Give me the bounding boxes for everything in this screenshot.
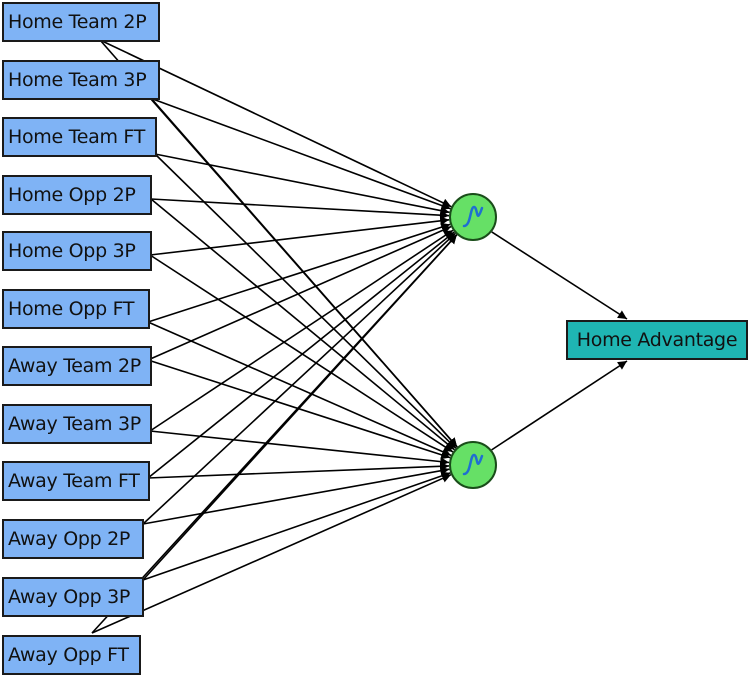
input-node-home-opp-2p: Home Opp 2P — [2, 175, 152, 215]
edge-input-4-to-hidden-2 — [150, 198, 456, 451]
input-node-away-opp-3p: Away Opp 3P — [2, 577, 144, 617]
input-label: Home Opp 2P — [8, 184, 136, 206]
edge-input-10-to-hidden-1 — [142, 232, 456, 525]
input-node-home-opp-ft: Home Opp FT — [2, 289, 150, 329]
edge-input-12-to-hidden-2 — [91, 473, 452, 634]
input-label: Away Opp 2P — [8, 528, 131, 550]
edge-input-12-to-hidden-1 — [91, 234, 458, 634]
output-node-home-advantage: Home Advantage — [566, 320, 748, 360]
edge-input-10-to-hidden-2 — [142, 466, 450, 525]
input-label: Away Team FT — [8, 470, 140, 492]
input-node-away-team-2p: Away Team 2P — [2, 346, 152, 386]
edge-input-9-to-hidden-1 — [147, 231, 455, 479]
sigmoid-icon — [462, 453, 484, 476]
input-label: Home Opp 3P — [8, 240, 136, 262]
input-node-away-opp-2p: Away Opp 2P — [2, 519, 144, 559]
edge-input-4-to-hidden-1 — [150, 198, 450, 220]
input-node-home-team-ft: Home Team FT — [2, 117, 157, 157]
edge-input-9-to-hidden-2 — [147, 461, 450, 479]
input-node-away-team-3p: Away Team 3P — [2, 404, 152, 444]
input-label: Home Team FT — [8, 126, 146, 148]
input-label: Away Opp FT — [8, 644, 129, 666]
edge-input-6-to-hidden-2 — [147, 321, 452, 457]
input-label: Away Team 2P — [8, 355, 141, 377]
input-label: Away Opp 3P — [8, 586, 131, 608]
edge-hidden-1-to-output — [491, 231, 628, 320]
edge-input-3-to-hidden-1 — [154, 153, 450, 216]
edge-input-8-to-hidden-1 — [149, 229, 454, 432]
edge-input-7-to-hidden-1 — [147, 225, 452, 361]
sigmoid-icon — [462, 205, 484, 228]
input-node-away-opp-ft: Away Opp FT — [2, 635, 141, 675]
edge-input-11-to-hidden-2 — [142, 471, 451, 581]
hidden-node-1 — [449, 193, 497, 241]
edge-input-5-to-hidden-2 — [149, 254, 454, 453]
input-node-home-team-3p: Home Team 3P — [2, 60, 160, 100]
edge-input-6-to-hidden-1 — [147, 222, 451, 323]
output-label: Home Advantage — [576, 329, 738, 351]
input-node-home-team-2p: Home Team 2P — [2, 2, 160, 42]
edge-input-5-to-hidden-1 — [149, 216, 450, 256]
edge-input-8-to-hidden-2 — [149, 430, 450, 467]
input-label: Home Team 2P — [8, 11, 147, 33]
input-node-home-opp-3p: Home Opp 3P — [2, 231, 152, 271]
edge-hidden-2-to-output — [491, 360, 628, 451]
input-label: Away Team 3P — [8, 413, 141, 435]
input-label: Home Team 3P — [8, 69, 147, 91]
edge-input-3-to-hidden-2 — [154, 153, 457, 449]
input-node-away-team-ft: Away Team FT — [2, 461, 150, 501]
edge-input-2-to-hidden-1 — [149, 97, 451, 210]
hidden-node-2 — [449, 441, 497, 489]
input-label: Home Opp FT — [8, 298, 135, 320]
